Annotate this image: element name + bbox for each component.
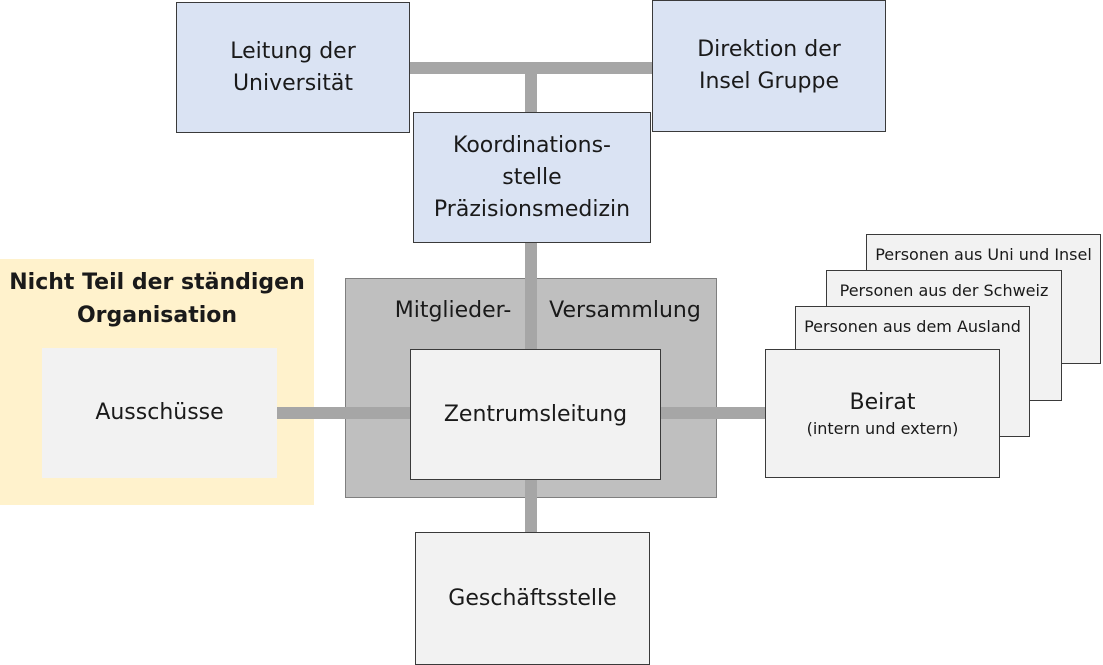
ausschuesse-label: Ausschüsse (95, 400, 224, 425)
direktion-line-1: Direktion der (697, 37, 841, 62)
connector-bottom-vertical (525, 478, 537, 534)
connector-left-horizontal (276, 407, 412, 419)
excluded-title-line-2: Organisation (76, 303, 238, 328)
beirat-subtitle: (intern und extern) (806, 418, 959, 438)
koordination-line-3: Präzisionsmedizin (433, 196, 631, 222)
leitung-universitaet-box: Leitung der Universität (176, 2, 410, 133)
assembly-label-right: Versammlung (549, 298, 701, 323)
koordination-line-1: Koordinations- (453, 132, 611, 158)
ausschuesse-box: Ausschüsse (42, 348, 277, 478)
geschaeftsstelle-label: Geschäftsstelle (448, 585, 617, 611)
excluded-area-title: Nicht Teil der ständigen Organisation (0, 266, 314, 332)
connector-top-vertical (525, 68, 537, 114)
geschaeftsstelle-box: Geschäftsstelle (415, 532, 650, 665)
excluded-title-line-1: Nicht Teil der ständigen (9, 270, 305, 295)
assembly-label-left: Mitglieder- (394, 298, 512, 323)
zentrumsleitung-label: Zentrumsleitung (443, 401, 628, 427)
koordinationsstelle-box: Koordinations- stelle Präzisionsmedizin (413, 112, 651, 243)
direktion-line-2: Insel Gruppe (698, 69, 840, 94)
beirat-box: Beirat (intern und extern) (765, 349, 1000, 478)
koordination-line-2: stelle (502, 164, 562, 190)
beirat-card-ausland-label: Personen aus dem Ausland (804, 317, 1021, 336)
beirat-title: Beirat (849, 389, 916, 415)
leitung-line-1: Leitung der (230, 38, 356, 64)
beirat-card-schweiz-label: Personen aus der Schweiz (839, 281, 1049, 300)
leitung-line-2: Universität (232, 70, 354, 96)
connector-center-vertical (525, 240, 537, 352)
beirat-card-uni-insel-label: Personen aus Uni und Insel (875, 245, 1092, 264)
zentrumsleitung-box: Zentrumsleitung (410, 349, 661, 480)
connector-right-horizontal (658, 407, 768, 419)
direktion-insel-box: Direktion der Insel Gruppe (652, 0, 886, 132)
